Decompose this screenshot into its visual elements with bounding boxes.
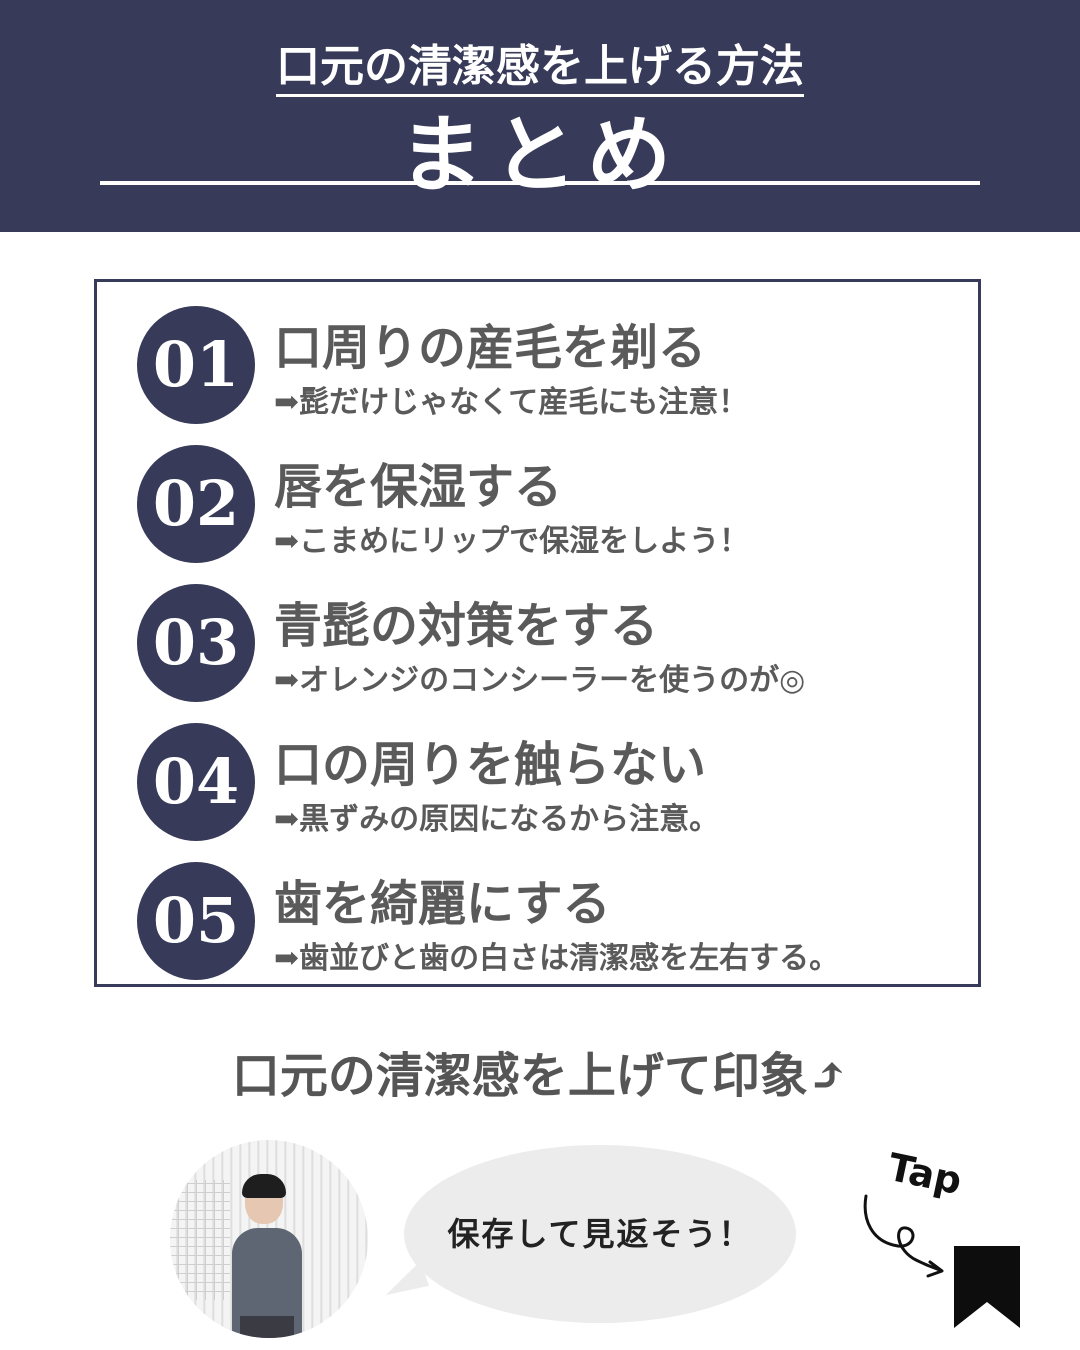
list-item: 03 青髭の対策をする ➡オレンジのコンシーラーを使うのが◎ — [97, 570, 978, 702]
list-item: 01 口周りの産毛を剃る ➡髭だけじゃなくて産毛にも注意！ — [97, 292, 978, 424]
item-title: 唇を保湿する — [274, 459, 563, 515]
tagline: 口元の清潔感を上げて印象⤴ — [231, 1048, 849, 1104]
header-subtitle: 口元の清潔感を上げる方法 — [0, 30, 1080, 97]
curly-arrow-icon — [863, 1194, 944, 1278]
item-title: 口周りの産毛を剃る — [274, 320, 707, 376]
summary-list: 01 口周りの産毛を剃る ➡髭だけじゃなくて産毛にも注意！ 02 唇を保湿する … — [94, 279, 981, 987]
item-description: ➡こまめにリップで保湿をしよう！ — [274, 524, 750, 559]
list-item: 02 唇を保湿する ➡こまめにリップで保湿をしよう！ — [97, 431, 978, 563]
item-description: ➡歯並びと歯の白さは清潔感を左右する。 — [274, 941, 840, 976]
speech-bubble — [404, 1145, 796, 1323]
item-description: ➡オレンジのコンシーラーを使うのが◎ — [274, 663, 806, 698]
item-title: 口の周りを触らない — [274, 737, 707, 793]
bookmark-icon[interactable] — [954, 1246, 1020, 1328]
avatar — [170, 1140, 368, 1338]
item-number-badge: 01 — [137, 306, 255, 424]
item-title: 歯を綺麗にする — [274, 876, 611, 932]
speech-bubble-text: 保存して見返そう！ — [447, 1215, 753, 1253]
avatar-background-grid — [170, 1180, 230, 1300]
item-title: 青髭の対策をする — [274, 598, 659, 654]
avatar-hair — [242, 1174, 286, 1198]
item-description: ➡黒ずみの原因になるから注意。 — [274, 802, 720, 837]
header-banner: 口元の清潔感を上げる方法 まとめ — [0, 0, 1080, 232]
item-number-badge: 04 — [137, 723, 255, 841]
item-description: ➡髭だけじゃなくて産毛にも注意！ — [274, 385, 749, 420]
item-number-badge: 02 — [137, 445, 255, 563]
item-number-badge: 05 — [137, 862, 255, 980]
list-item: 04 口の周りを触らない ➡黒ずみの原因になるから注意。 — [97, 709, 978, 841]
header-divider — [100, 181, 980, 185]
list-item: 05 歯を綺麗にする ➡歯並びと歯の白さは清潔感を左右する。 — [97, 848, 978, 980]
item-number-badge: 03 — [137, 584, 255, 702]
page-title: まとめ — [398, 105, 681, 204]
avatar-legs — [240, 1316, 294, 1338]
